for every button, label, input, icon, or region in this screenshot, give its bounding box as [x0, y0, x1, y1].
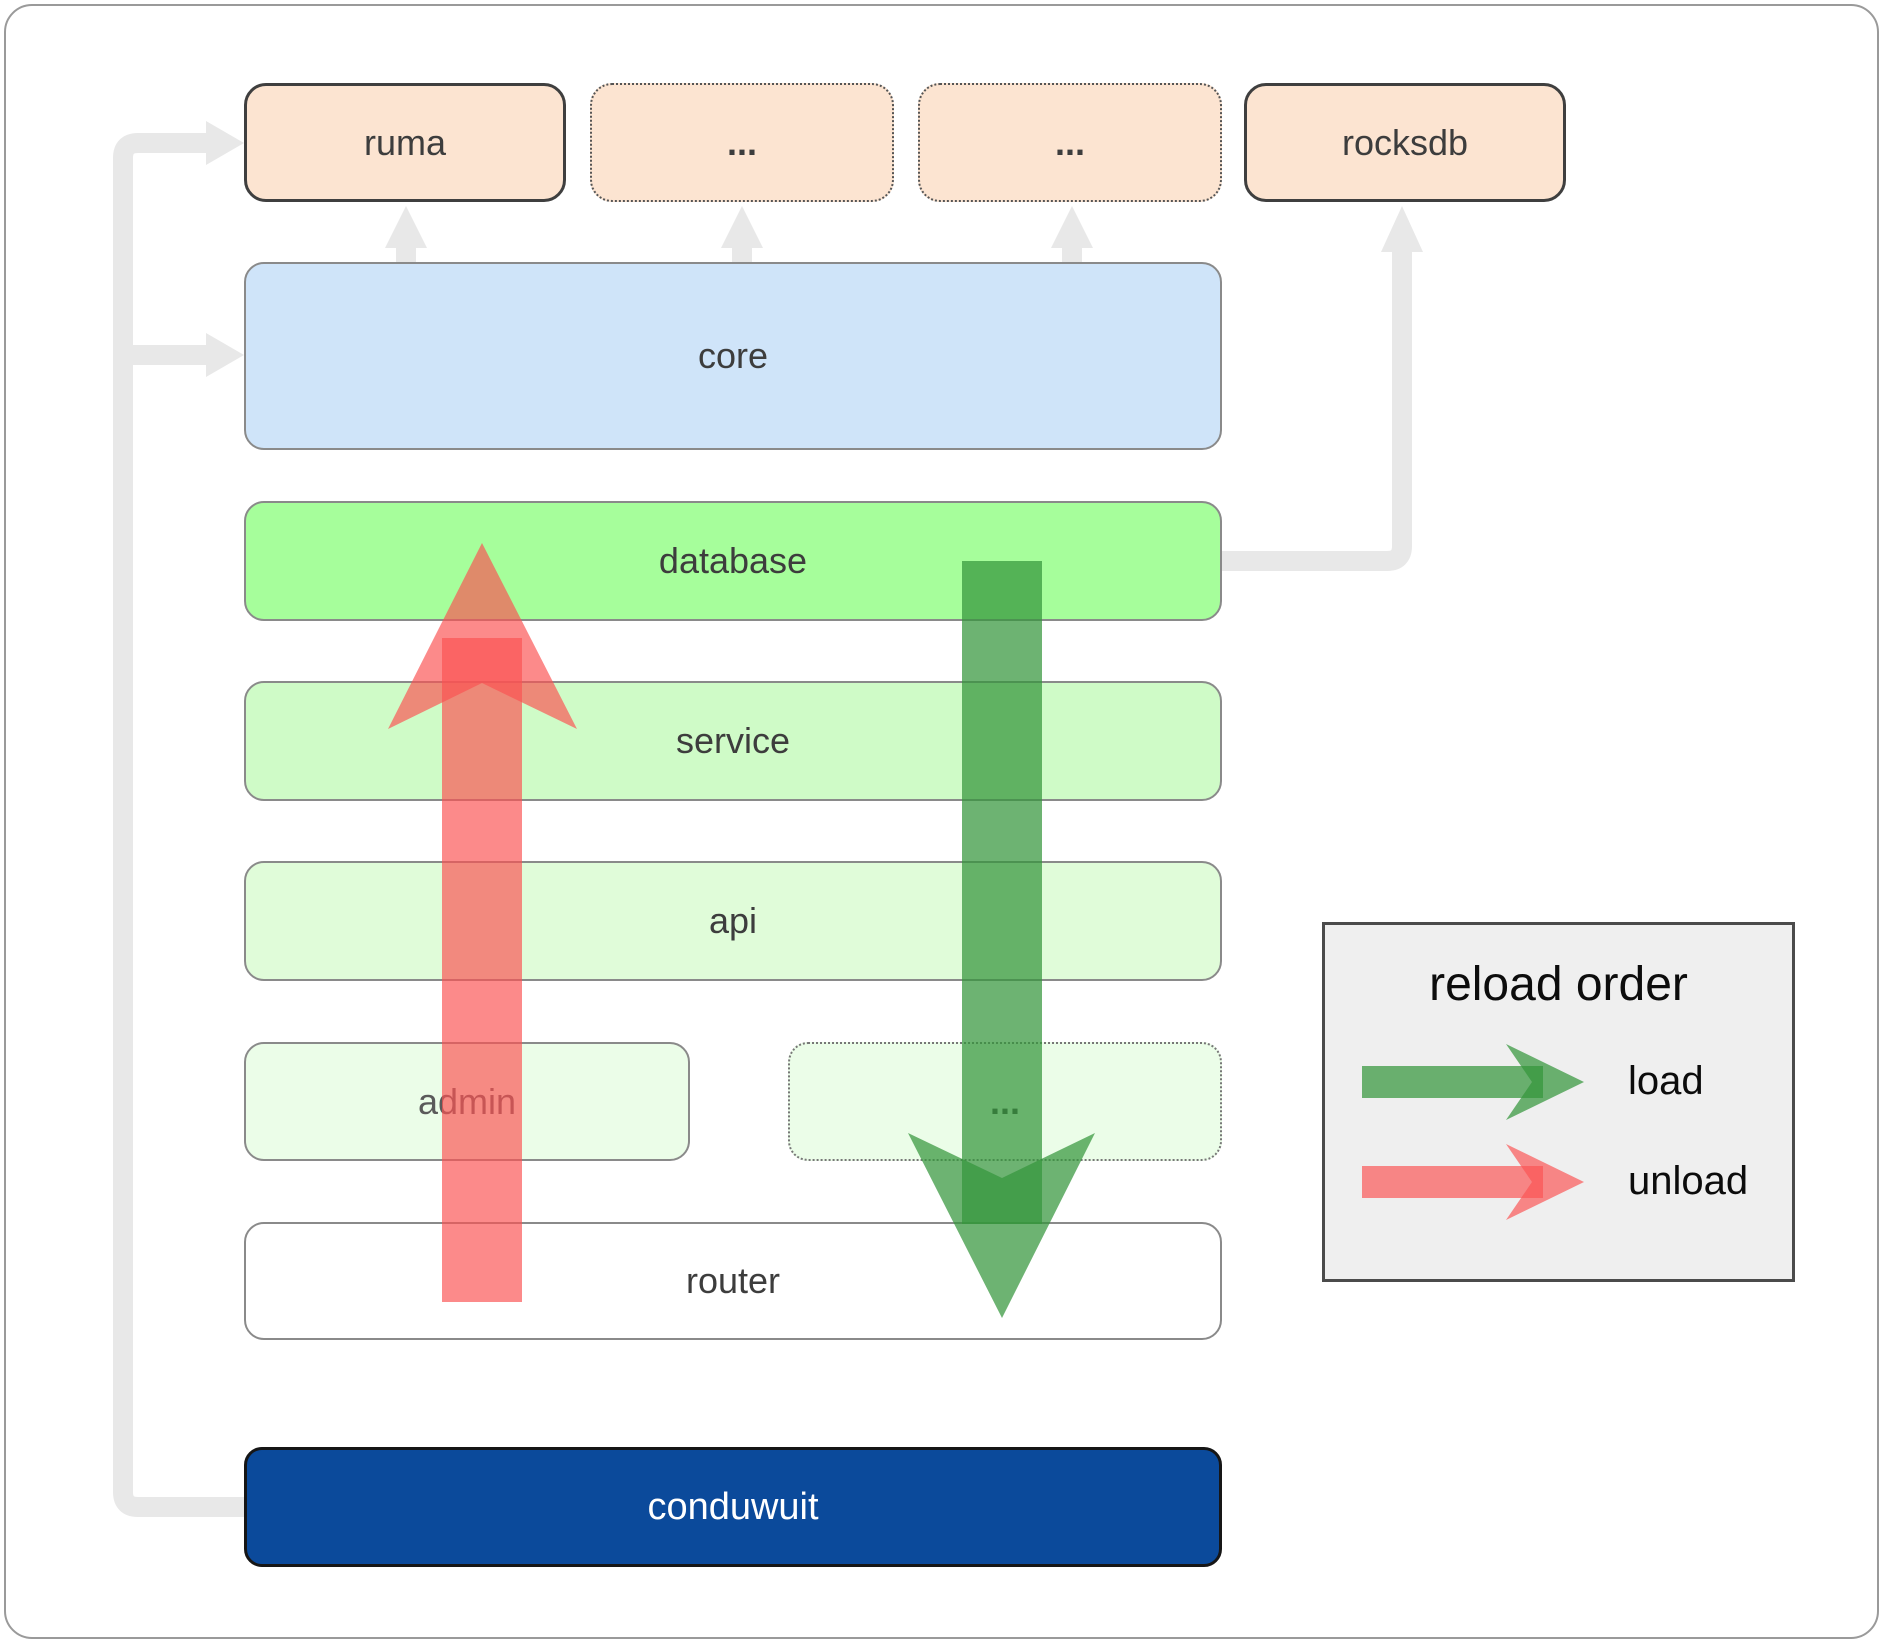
- legend-unload-label: unload: [1628, 1159, 1749, 1203]
- legend-panel: reload order load unload: [1322, 922, 1795, 1282]
- connector-database-to-rocksdb: [1222, 250, 1412, 571]
- arrowhead-into-ruma-icon: [206, 121, 244, 165]
- node-label: ...: [1054, 121, 1085, 163]
- node-label: service: [675, 720, 791, 761]
- legend-load-label: load: [1628, 1059, 1704, 1103]
- node-service: service: [244, 681, 1222, 801]
- node-router: router: [244, 1222, 1222, 1340]
- arrowhead-into-core-icon: [206, 333, 244, 377]
- node-label: ruma: [363, 121, 447, 163]
- arrowhead-core-to-deps1-icon: [721, 206, 763, 248]
- arrowhead-into-rocksdb-icon: [1381, 206, 1423, 252]
- node-label: api: [708, 900, 758, 941]
- connector-conduwuit-to-ruma: [113, 133, 244, 1517]
- node-admin: admin: [244, 1042, 690, 1161]
- node-ruma: ruma: [244, 83, 566, 202]
- node-dependency-more-2: ...: [918, 83, 1222, 202]
- node-label: conduwuit: [647, 1485, 819, 1528]
- arrowhead-core-to-deps2-icon: [1051, 206, 1093, 248]
- node-label: database: [658, 540, 808, 581]
- node-label: ...: [726, 121, 757, 163]
- node-rocksdb: rocksdb: [1244, 83, 1566, 202]
- node-database: database: [244, 501, 1222, 621]
- node-core: core: [244, 262, 1222, 450]
- node-crates-more: ...: [788, 1042, 1222, 1161]
- node-dependency-more-1: ...: [590, 83, 894, 202]
- node-label: core: [697, 335, 769, 376]
- node-label: rocksdb: [1341, 121, 1469, 163]
- node-label: ...: [989, 1080, 1020, 1122]
- arrowhead-core-to-ruma-icon: [385, 206, 427, 248]
- node-api: api: [244, 861, 1222, 981]
- legend-title: reload order: [1429, 958, 1688, 1011]
- node-label: router: [685, 1260, 781, 1301]
- node-conduwuit: conduwuit: [244, 1447, 1222, 1567]
- node-label: admin: [417, 1080, 517, 1122]
